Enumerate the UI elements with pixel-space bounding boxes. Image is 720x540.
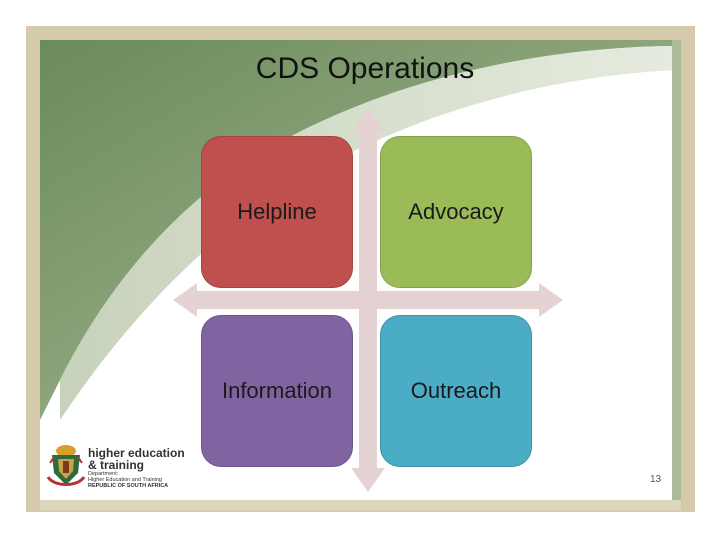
- quadrant-information: Information: [201, 315, 353, 467]
- quadrant-outreach: Outreach: [380, 315, 532, 467]
- quadrant-label: Outreach: [410, 378, 502, 403]
- arrow-right-icon: [539, 283, 563, 317]
- coat-of-arms-icon: [46, 445, 86, 486]
- quadrant-label: Helpline: [237, 199, 317, 224]
- dhet-logo-text: higher education & training Department: …: [88, 447, 185, 489]
- quadrant-label: Advocacy: [408, 199, 504, 224]
- page-number: 13: [650, 474, 662, 485]
- quadrant-advocacy: Advocacy: [380, 136, 532, 288]
- logo-title-line2: & training: [88, 458, 144, 472]
- logo-dept-line3: REPUBLIC OF SOUTH AFRICA: [88, 483, 169, 489]
- arrow-up-icon: [351, 108, 385, 132]
- logo-title-line1: higher education: [88, 446, 185, 460]
- arrow-left-icon: [173, 283, 197, 317]
- arrow-down-icon: [351, 468, 385, 492]
- quadrant-helpline: Helpline: [201, 136, 353, 288]
- quadrant-label: Information: [221, 378, 333, 403]
- logo-dept-line2: Higher Education and Training: [88, 477, 162, 483]
- slide-title: CDS Operations: [255, 52, 475, 85]
- logo-dept-line1: Department:: [88, 471, 119, 477]
